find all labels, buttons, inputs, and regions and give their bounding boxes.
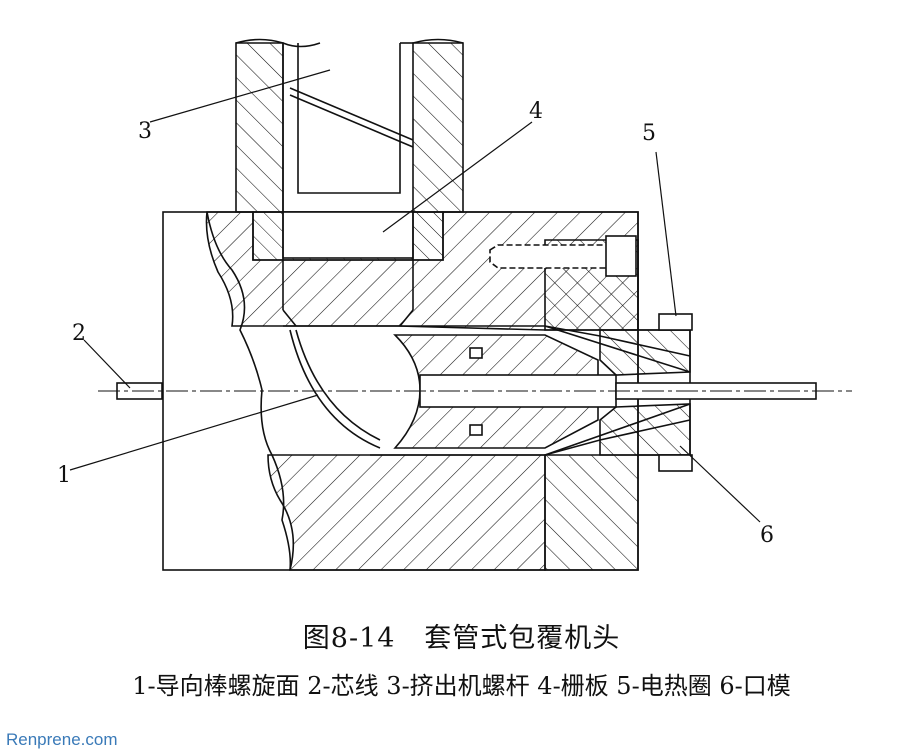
watermark-text: Renprene.com	[6, 730, 118, 749]
screw	[297, 43, 401, 194]
callout-1: 1	[57, 463, 71, 488]
extrusion-head-drawing: 3 4 5 2 1 6	[57, 38, 852, 571]
die	[599, 329, 691, 376]
head-upper-section	[205, 211, 639, 331]
heater-band-bottom	[658, 454, 693, 472]
barrel-right-wall	[412, 42, 464, 213]
callout-3: 3	[138, 119, 152, 144]
barrel-left-wall	[235, 42, 284, 213]
head-lower-section	[267, 454, 546, 571]
spiral-surface	[289, 329, 381, 449]
heater-band-top	[658, 313, 693, 331]
figure-title: 图8-14 套管式包覆机头	[302, 623, 621, 654]
callout-4: 4	[529, 99, 543, 124]
figure-legend: 1-导向棒螺旋面 2-芯线 3-挤出机螺杆 4-栅板 5-电热圈 6-口模	[132, 672, 791, 700]
bolt	[489, 244, 613, 269]
callout-2: 2	[72, 321, 86, 346]
callout-6: 6	[760, 523, 774, 548]
callout-5: 5	[642, 121, 656, 146]
head-lower-right	[544, 454, 639, 571]
